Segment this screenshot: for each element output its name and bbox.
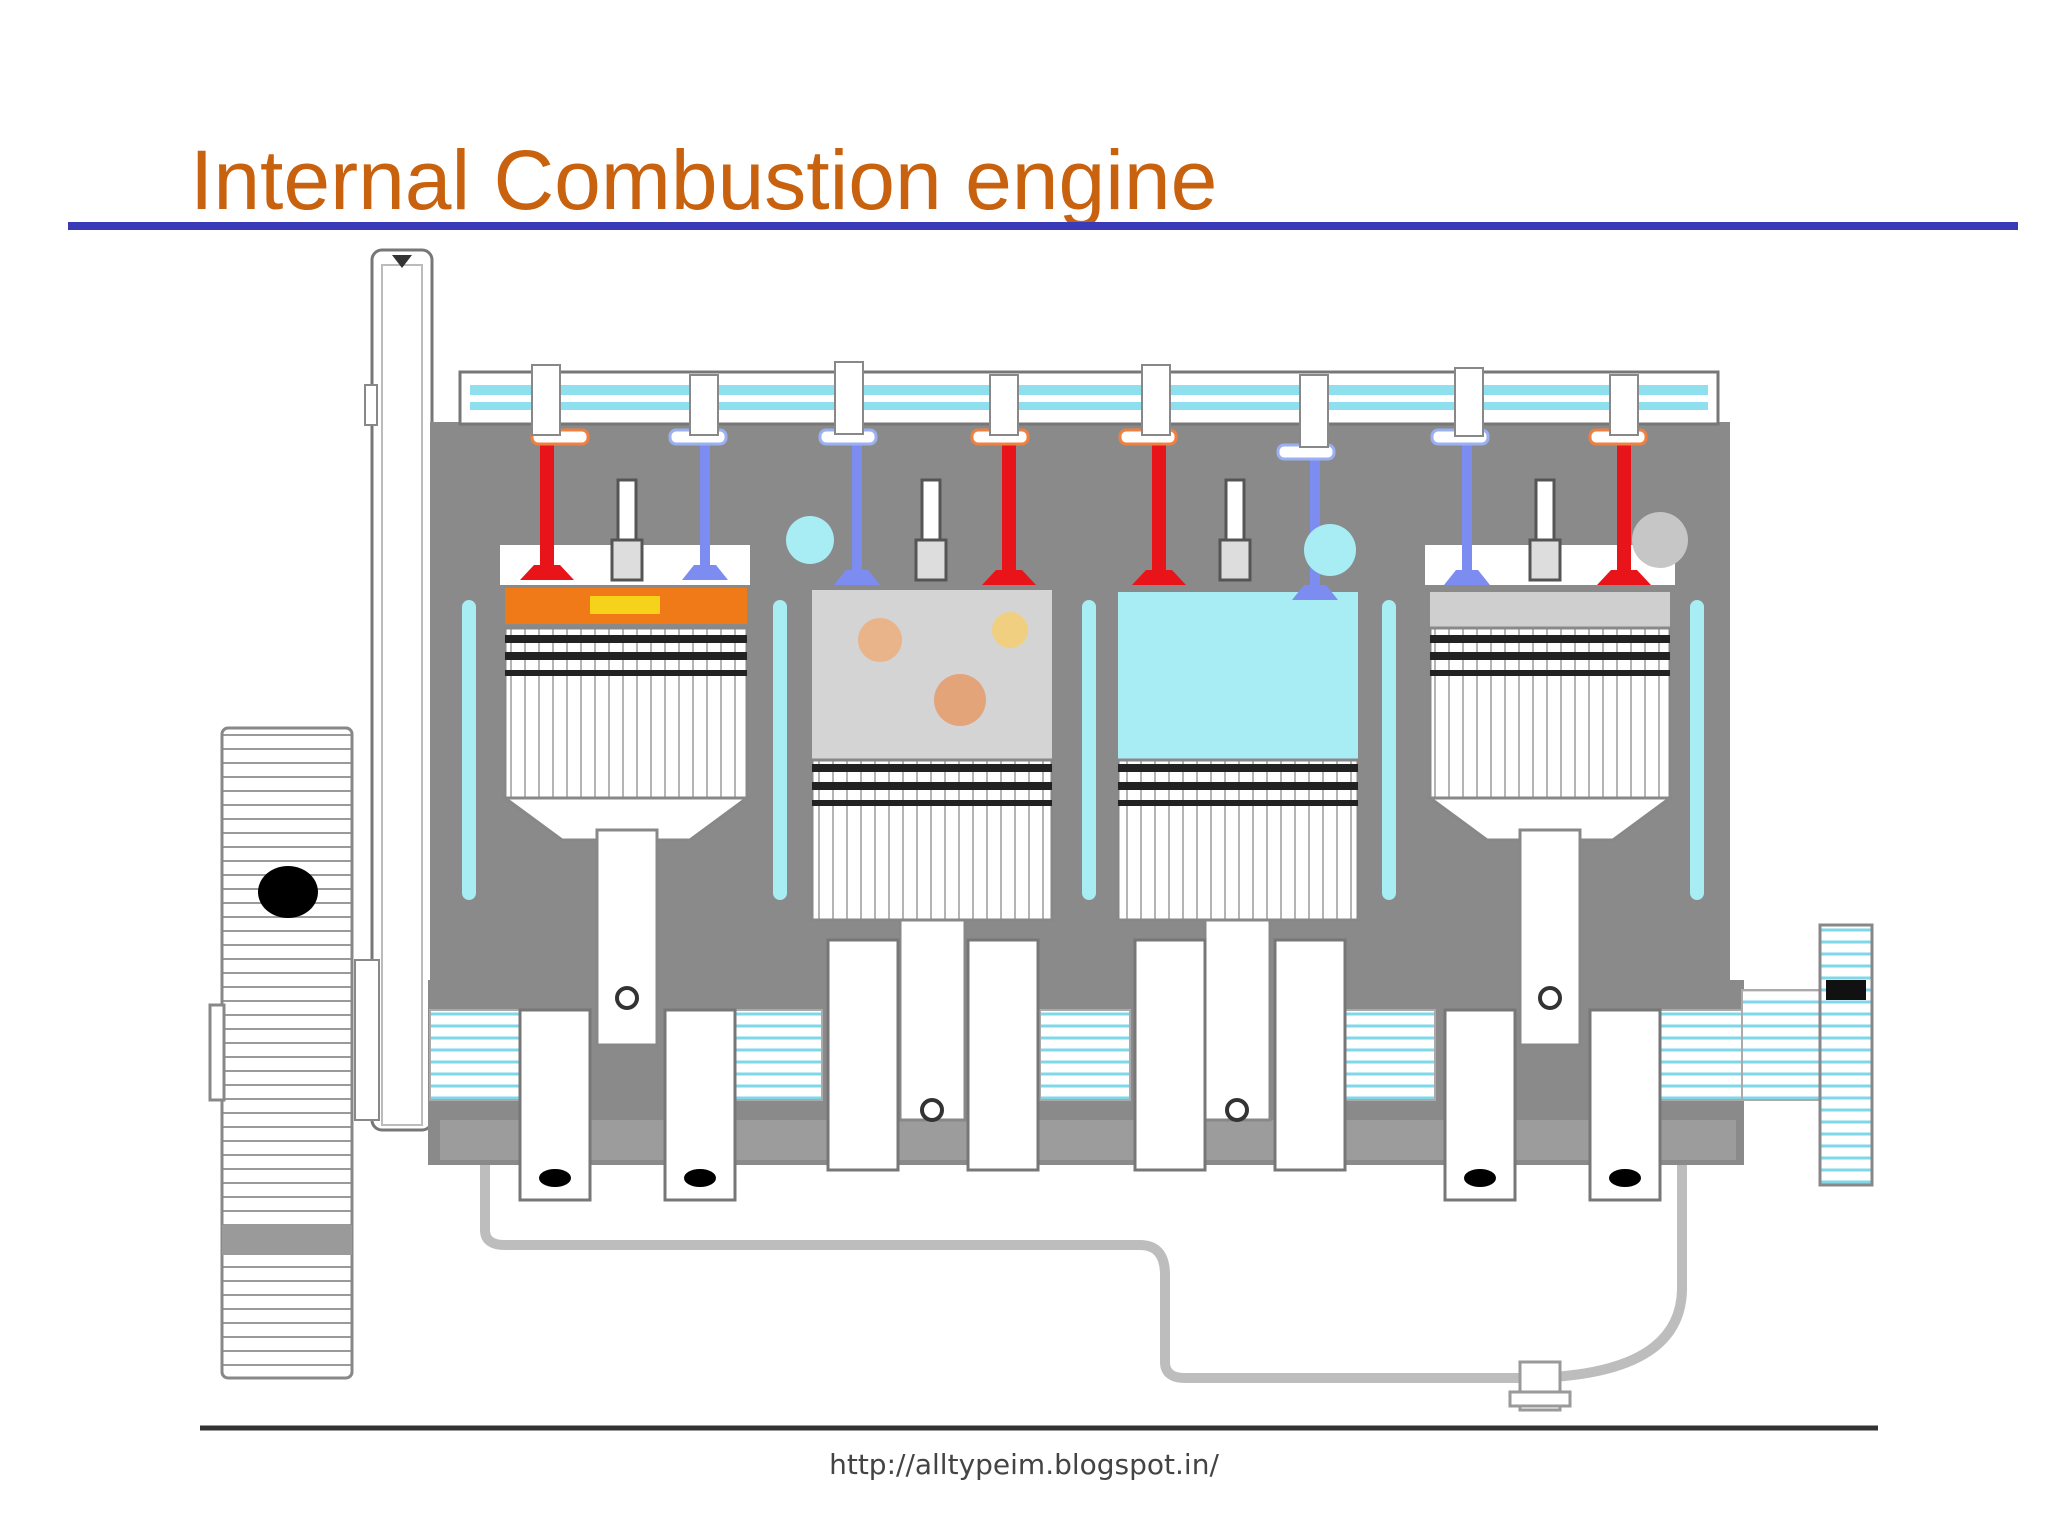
connecting-rod-4 bbox=[1518, 828, 1582, 1047]
connecting-rod-3 bbox=[1203, 918, 1272, 1122]
connecting-rod-2 bbox=[898, 918, 967, 1122]
oil-line bbox=[480, 1160, 1687, 1383]
flywheel bbox=[208, 726, 354, 1380]
intake-valve-2 bbox=[852, 445, 862, 585]
exhaust-valve-1 bbox=[540, 445, 554, 580]
coolant-channels bbox=[462, 600, 1704, 900]
engine-diagram bbox=[200, 248, 1878, 1431]
cylinder-1 bbox=[500, 364, 752, 1202]
intake-valve-3 bbox=[1310, 445, 1320, 600]
exhaust-valve-3 bbox=[1152, 445, 1166, 585]
camshaft bbox=[458, 370, 1720, 426]
crankshaft bbox=[429, 923, 1874, 1187]
cylinder-2 bbox=[786, 361, 1054, 1172]
source-url: http://alltypeim.blogspot.in/ bbox=[829, 1448, 1219, 1481]
connecting-rod-1 bbox=[595, 828, 659, 1047]
intake-valve-1 bbox=[700, 445, 710, 580]
cylinder-3 bbox=[1116, 364, 1360, 1172]
timing-belt bbox=[354, 248, 434, 1132]
cylinder-4 bbox=[1425, 367, 1688, 1202]
fresh-charge bbox=[1118, 592, 1358, 760]
exhaust-valve-2 bbox=[1002, 445, 1016, 585]
title-rule bbox=[68, 222, 2018, 230]
intake-valve-4 bbox=[1462, 445, 1472, 585]
exhaust-valve-4 bbox=[1617, 445, 1631, 585]
slide-title: Internal Combustion engine bbox=[190, 133, 1218, 227]
compressed-charge bbox=[1430, 592, 1670, 628]
